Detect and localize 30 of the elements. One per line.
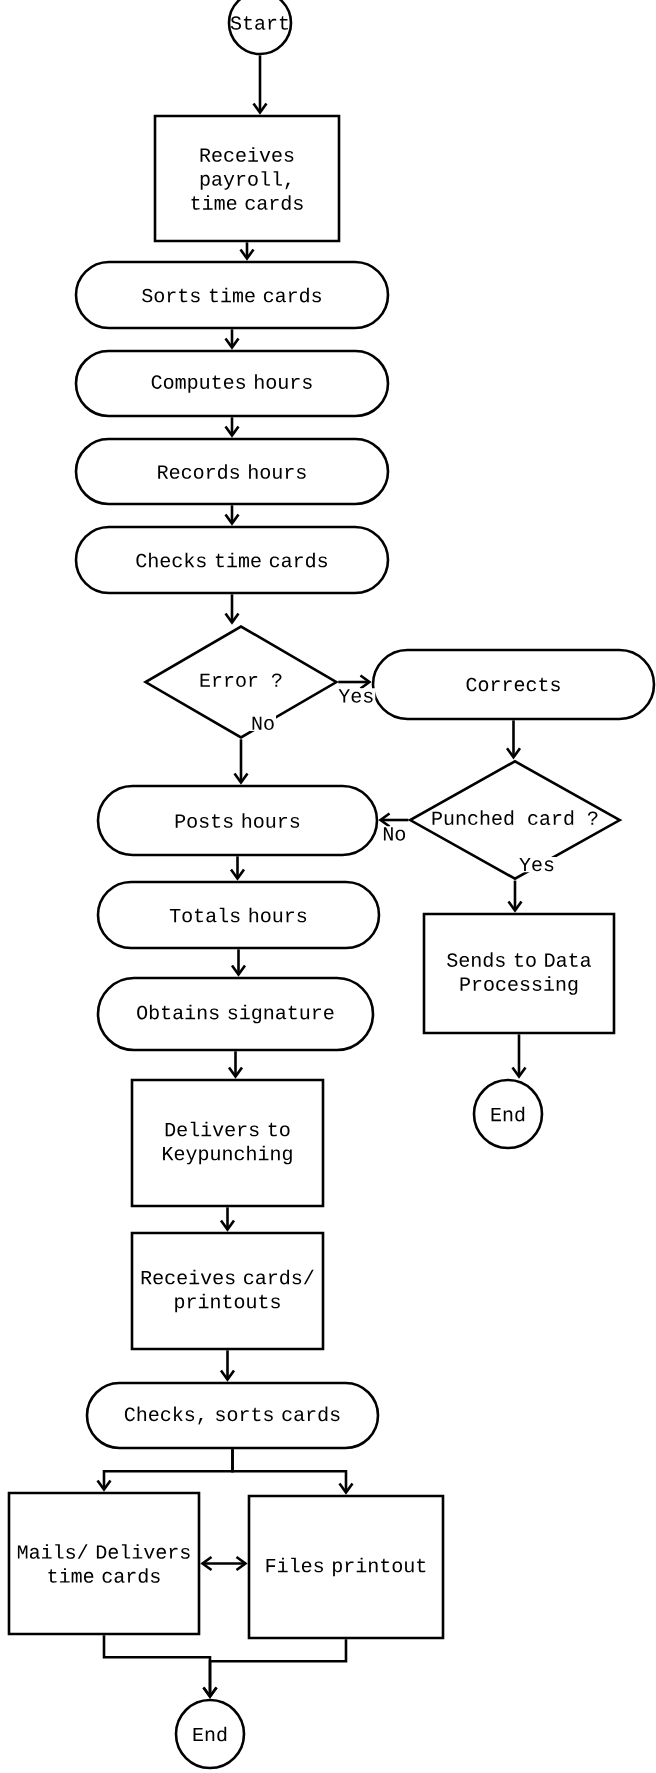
arrow (511, 1034, 527, 1079)
arrow (224, 594, 240, 625)
process-box: Sends to Data Processing (422, 912, 616, 1035)
arrow (230, 949, 247, 977)
process-box: Mails/ Delivers time cards (7, 1491, 201, 1636)
arrow (219, 1207, 236, 1232)
arrow (378, 812, 409, 828)
arrow (224, 505, 240, 526)
arrow (231, 1449, 354, 1495)
edge-label: Yes (337, 688, 376, 704)
arrow (505, 720, 522, 760)
arrow (227, 1051, 244, 1079)
process-box: Files printout (247, 1494, 445, 1640)
arrow (224, 329, 240, 350)
arrow (224, 417, 240, 438)
process-box: Delivers to Keypunching (130, 1078, 325, 1208)
arrow (239, 242, 255, 261)
edge-label: No (381, 826, 408, 842)
arrow (200, 1555, 248, 1572)
arrow (507, 880, 523, 913)
edge-label: Yes (518, 856, 556, 873)
arrow (338, 674, 372, 690)
arrow (252, 55, 268, 115)
edge-label: No (250, 715, 276, 731)
arrow (229, 856, 246, 881)
process-box: Receives payroll, time cards (153, 114, 341, 243)
arrow (233, 739, 249, 785)
arrow (219, 1350, 236, 1382)
arrow (202, 1639, 348, 1699)
process-box: Receives cards/ printouts (130, 1231, 325, 1351)
